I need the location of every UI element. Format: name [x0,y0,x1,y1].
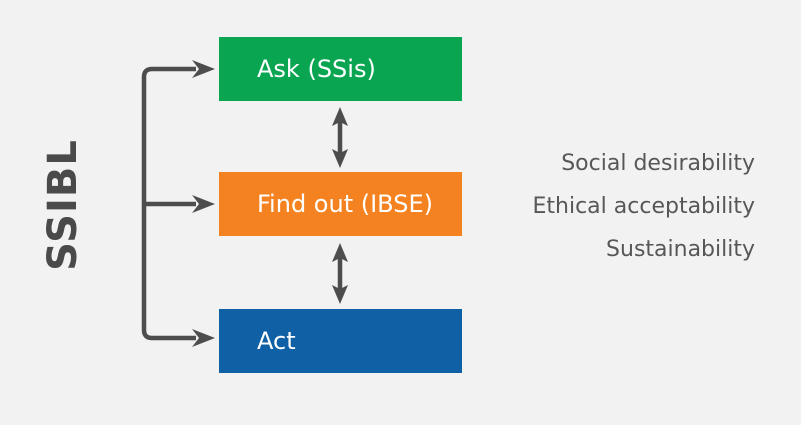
box-find-out: Find out (IBSE) [219,172,462,236]
double-arrowhead-up-2 [332,243,348,262]
arrowhead-to-ask [192,60,215,78]
box-act: Act [219,309,462,373]
box-act-label: Act [257,327,296,355]
box-ask: Ask (SSis) [219,37,462,101]
box-ask-label: Ask (SSis) [257,55,376,83]
double-arrowhead-down-1 [332,149,348,168]
criteria-list: Social desirability Ethical acceptabilit… [533,142,756,271]
criteria-item-sustainability: Sustainability [606,237,755,262]
double-arrowhead-up-1 [332,107,348,126]
arrowhead-to-find [192,195,215,213]
criteria-item-ethical: Ethical acceptability [532,194,756,219]
bracket-connector [141,66,196,341]
box-find-out-label: Find out (IBSE) [257,190,433,218]
criteria-item-social: Social desirability [561,151,755,176]
arrowhead-to-act [192,329,215,347]
double-arrowhead-down-2 [332,285,348,304]
